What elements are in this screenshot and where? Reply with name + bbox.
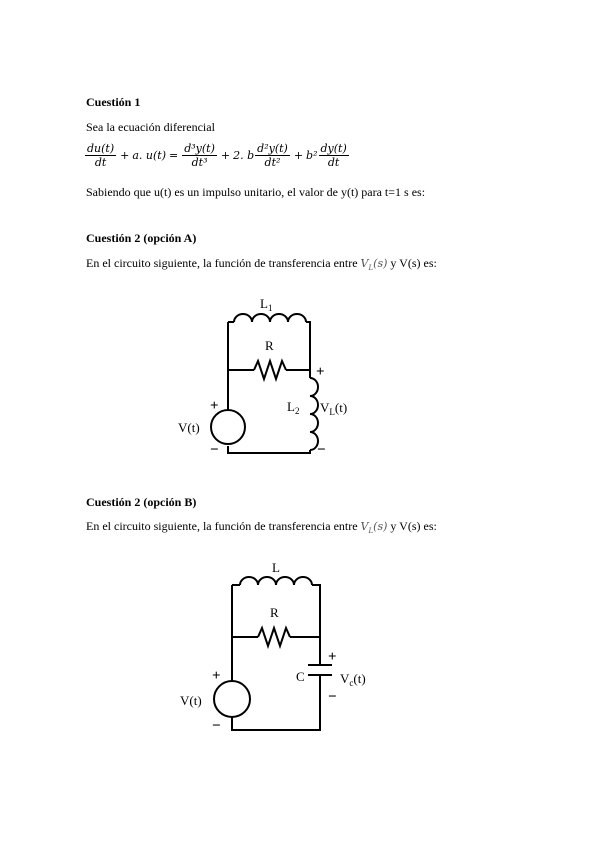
q2a-text: En el circuito siguiente, la función de … bbox=[86, 256, 437, 273]
circuit-a-diagram: L1 R L2 VL(t) + − V(t) + − bbox=[178, 296, 347, 458]
resistor-a-r bbox=[253, 357, 287, 383]
label-a-src-minus: − bbox=[210, 442, 219, 458]
label-a-l1: L1 bbox=[260, 296, 272, 313]
wire-a-top-right bbox=[306, 321, 311, 370]
source-a-v bbox=[210, 409, 246, 445]
wire-a-bottom bbox=[227, 446, 311, 454]
inductor-a-l2 bbox=[309, 377, 319, 451]
label-b-src-plus: + bbox=[212, 668, 221, 684]
label-b-vc: Vc(t) bbox=[340, 671, 366, 688]
label-a-l2: L2 bbox=[287, 399, 299, 416]
label-a-vl-minus: − bbox=[317, 442, 326, 458]
eq-frac-d3y: d³y(t) dt³ bbox=[182, 142, 217, 169]
inductor-b-l bbox=[239, 576, 313, 586]
label-a-vt: V(t) bbox=[178, 420, 200, 435]
label-a-src-plus: + bbox=[210, 398, 219, 414]
label-b-vt: V(t) bbox=[180, 693, 202, 708]
q1-equation: du(t) dt + a. u(t) = d³y(t) dt³ + 2. b d… bbox=[85, 142, 349, 169]
wire-b-top-right bbox=[312, 584, 321, 637]
q2b-var: VL(s) bbox=[360, 520, 388, 536]
resistor-b-r bbox=[257, 624, 291, 650]
label-b-src-minus: − bbox=[212, 718, 221, 734]
label-a-vl: VL(t) bbox=[320, 400, 347, 417]
label-a-r: R bbox=[265, 338, 274, 353]
label-b-r: R bbox=[270, 605, 279, 620]
circuit-b-diagram: L R C Vc(t) + − V(t) + − bbox=[180, 560, 366, 734]
q1-title: Cuestión 1 bbox=[86, 95, 141, 109]
label-a-vl-plus: + bbox=[316, 364, 325, 380]
q1-intro: Sea la ecuación diferencial bbox=[86, 120, 215, 134]
q2a-var: VL(s) bbox=[360, 257, 388, 273]
wire-b-bottom bbox=[231, 675, 321, 731]
q2a-title: Cuestión 2 (opción A) bbox=[86, 231, 197, 245]
label-b-vc-plus: + bbox=[328, 649, 337, 665]
eq-frac-du-dt: du(t) dt bbox=[85, 142, 117, 169]
source-b-v bbox=[213, 680, 251, 718]
label-b-c: C bbox=[296, 669, 305, 684]
label-b-vc-minus: − bbox=[328, 689, 337, 705]
q2b-text: En el circuito siguiente, la función de … bbox=[86, 519, 437, 536]
eq-frac-d2y: d²y(t) dt² bbox=[255, 142, 290, 169]
eq-frac-dy: dy(t) dt bbox=[318, 142, 349, 169]
inductor-a-l1 bbox=[233, 313, 307, 323]
q1-text: Sabiendo que u(t) es un impulso unitario… bbox=[86, 185, 426, 199]
q2b-title: Cuestión 2 (opción B) bbox=[86, 495, 197, 509]
label-b-l: L bbox=[272, 560, 280, 575]
